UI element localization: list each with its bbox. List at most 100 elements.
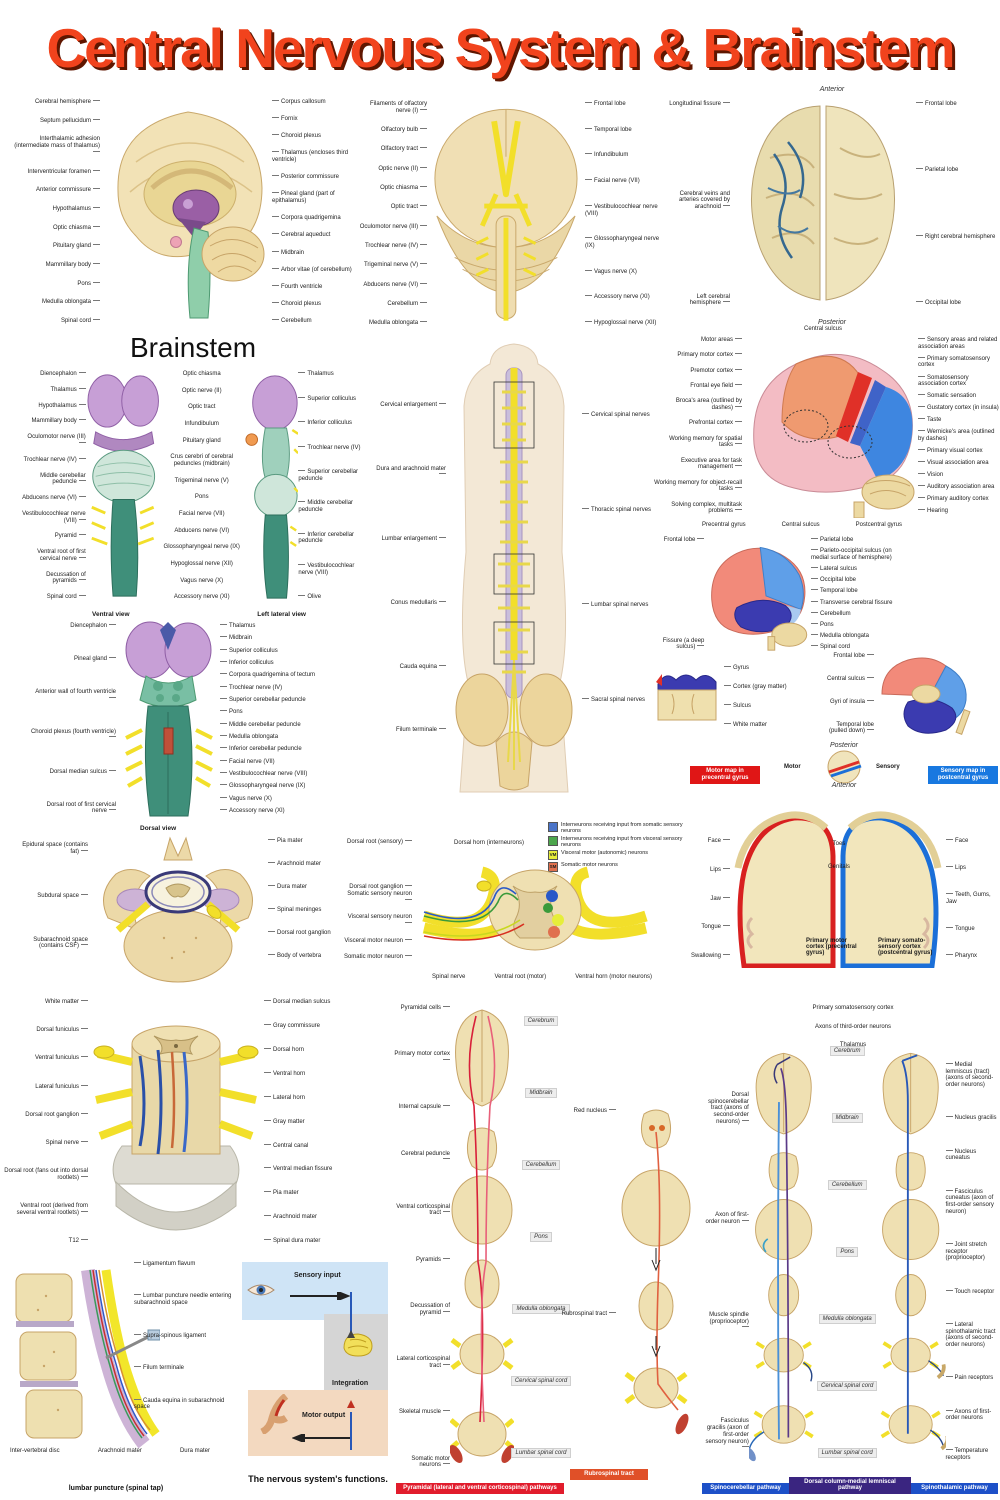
anatomy-label: White matter — [2, 999, 88, 1006]
motor-output-box: Motor output — [248, 1390, 388, 1456]
anatomy-label: Cerebellum — [811, 611, 904, 618]
anatomy-label: Superior cerebellar peduncle — [220, 697, 328, 704]
eye-icon — [247, 1284, 275, 1296]
anatomy-label: Wernicke's area (outlined by dashes) — [918, 429, 1000, 442]
anatomy-label: Mammillary body — [14, 262, 100, 269]
lobes-illustration — [711, 546, 808, 651]
anatomy-label: Cortex (gray matter) — [724, 684, 800, 691]
anatomy-label: Parieto-occipital sulcus (on medial surf… — [811, 548, 904, 561]
anatomy-label: Middle cerebellar peduncle — [298, 500, 366, 513]
motor-cortex-caption: Primary motor cortex (precentral gyrus) — [806, 938, 857, 956]
spinothalamic-illustration — [880, 1052, 946, 1451]
legend-swatch — [548, 822, 558, 832]
stage-label: Medulla oblongata — [818, 1314, 876, 1324]
anatomy-label: Lateral funiculus — [2, 1084, 88, 1091]
anatomy-label: Hearing — [918, 508, 1000, 515]
anatomy-label: Medulla oblongata — [14, 299, 100, 306]
dorsal-horn-label: Dorsal horn (interneurons) — [454, 840, 525, 846]
anatomy-label: Fornix — [272, 116, 356, 123]
anatomy-label: Trochlear nerve (IV) — [22, 457, 86, 464]
lateral-view-caption: Left lateral view — [257, 611, 306, 618]
stage-label: Lumbar spinal cord — [817, 1448, 877, 1458]
anatomy-label: Sulcus — [724, 703, 800, 710]
panel-spinal-roots: Interneurons receiving input from somati… — [342, 822, 698, 988]
anatomy-label: Medulla oblongata — [220, 734, 328, 741]
sensory-captions: Spinocerebellar pathway Dorsal column-me… — [702, 1476, 998, 1494]
anatomy-label: Frontal lobe — [585, 101, 662, 108]
anatomy-label: Ventral root of first cervical nerve — [22, 549, 86, 562]
anatomy-label: Epidural space (contains fat) — [12, 842, 88, 855]
inferior-brain-illustration — [434, 108, 578, 321]
superior-brain-illustration — [751, 105, 895, 301]
anatomy-label: White matter — [724, 722, 800, 729]
anatomy-label: Frontal lobe — [916, 101, 996, 108]
anatomy-label: Cervical spinal nerves — [582, 412, 656, 419]
anatomy-label: Conus medullaris — [372, 600, 446, 607]
anatomy-label: Dura and arachnoid mater — [372, 466, 446, 479]
body-part-label: Toes — [832, 841, 846, 847]
spinocerebellar-illustration — [748, 1052, 814, 1462]
anatomy-label: Olfactory tract — [356, 146, 427, 153]
anatomy-label: Body of vertebra — [268, 953, 344, 960]
brainstem-lateral-illustration — [245, 375, 299, 599]
anatomy-label: Choroid plexus — [272, 301, 356, 308]
anatomy-label: Central sulcus — [822, 676, 874, 683]
anatomy-label: Supra-spinous ligament — [134, 1333, 242, 1340]
pyramidal-caption: Pyramidal (lateral and ventral corticosp… — [396, 1483, 564, 1494]
panel-inferior-brain: Filaments of olfactory nerve (I)Olfactor… — [356, 98, 662, 330]
anatomy-label: Glossopharyngeal nerve (IX) — [163, 544, 240, 551]
anatomy-label: Cerebral veins and arteries covered by a… — [664, 191, 730, 211]
anatomy-label: Optic chiasma — [14, 225, 100, 232]
anatomy-label: Vagus nerve (X) — [180, 577, 224, 584]
integration-flow-lines — [347, 1292, 355, 1450]
anatomy-label: Medulla oblongata — [811, 633, 904, 640]
anatomy-label: Visual association area — [918, 460, 1000, 467]
anatomy-label: Pyramids — [392, 1257, 450, 1264]
anatomy-label: Pineal gland (part of epithalamus) — [272, 191, 356, 204]
anatomy-label: Working memory for object-recall tasks — [654, 479, 742, 493]
anatomy-label: Superior colliculus — [220, 648, 328, 655]
anatomy-label: Thalamus — [798, 1042, 908, 1049]
anatomy-label: Hypothalamus — [22, 403, 86, 410]
anatomy-label: Temporal lobe — [585, 127, 662, 134]
anatomy-label: Premotor cortex — [654, 368, 742, 375]
anatomy-label: Pineal gland — [30, 656, 116, 663]
anatomy-label: Decussation of pyramid — [392, 1303, 450, 1316]
panel-vertebra-section: Epidural space (contains fat)Subdural sp… — [12, 834, 344, 990]
anatomy-label: Temporal lobe (pulled down) — [822, 722, 874, 735]
anatomy-label: Corpora quadrigemina of tectum — [220, 672, 328, 679]
anatomy-label: Infundibulum — [585, 152, 662, 159]
anatomy-label: Axons of first-order neurons — [946, 1409, 998, 1422]
anatomy-label: Occipital lobe — [811, 577, 904, 584]
legend-swatch: VM — [548, 850, 558, 861]
anatomy-label: Vision — [918, 472, 1000, 479]
anatomy-label: Abducens nerve (VI) — [22, 495, 86, 502]
anatomy-label: Choroid plexus — [272, 133, 356, 140]
stage-label: Cerebellum — [521, 1160, 561, 1170]
anatomy-label: Somatic motor neurons — [392, 1456, 450, 1469]
anatomy-label: Ligamentum flavum — [134, 1261, 242, 1268]
anatomy-label: Right cerebral hemisphere — [916, 234, 996, 241]
sensory-arrow — [290, 1292, 350, 1300]
anatomy-label: Mammillary body — [22, 418, 86, 425]
stage-label: Cerebellum — [827, 1180, 867, 1190]
anatomy-label: Vestibulocochlear nerve (VIII) — [585, 204, 662, 217]
sensory-left-labels: Dorsal spinocerebellar tract (axons of s… — [702, 1032, 748, 1472]
anatomy-label: Gray matter — [264, 1119, 358, 1126]
poster-title: Central Nervous System & Brainstem — [46, 17, 955, 79]
anatomy-label: Inferior colliculus — [220, 660, 328, 667]
anatomy-label: Infundibulum — [184, 420, 219, 427]
body-part-label: Face — [946, 838, 998, 845]
